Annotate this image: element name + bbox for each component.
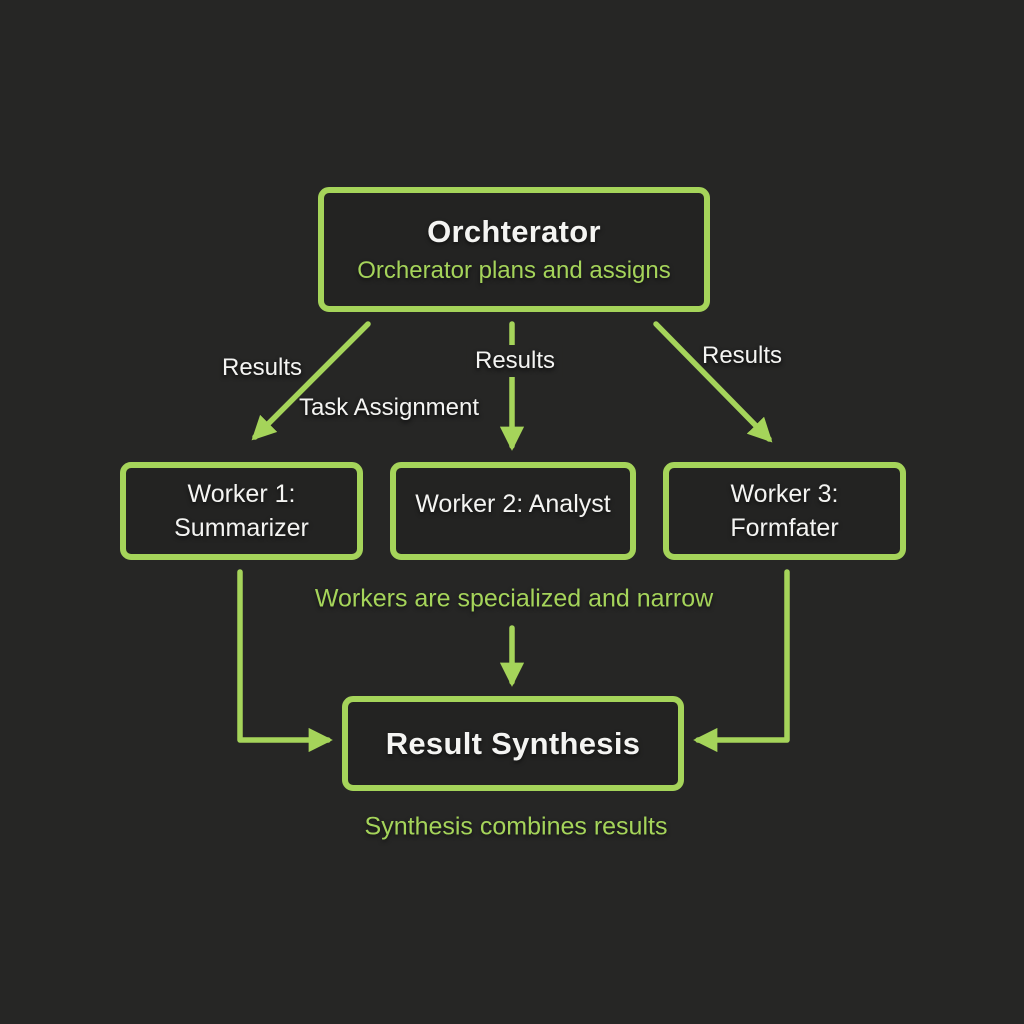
result-synthesis-box: Result Synthesis (342, 696, 684, 791)
orchestrator-subtitle: Orcherator plans and assigns (357, 257, 671, 284)
worker3-label: Worker 3: Formfater (730, 477, 838, 545)
worker3-box: Worker 3: Formfater (663, 462, 906, 560)
edge-label-task-assignment: Task Assignment (298, 394, 480, 421)
worker3-label-line2: Formfater (730, 514, 839, 542)
worker3-label-line1: Worker 3: (730, 480, 839, 508)
worker1-label: Worker 1: Summarizer (174, 477, 309, 545)
arrow-worker1-to-synthesis (237, 569, 333, 753)
arrow-orchestrator-to-worker3 (653, 321, 773, 443)
worker1-label-line2: Summarizer (174, 514, 309, 542)
edge-label-results-right: Results (701, 342, 783, 369)
worker1-label-line1: Worker 1: (187, 480, 296, 508)
result-synthesis-title: Result Synthesis (385, 725, 641, 761)
arrow-orchestrator-to-worker1 (251, 321, 371, 441)
workers-note: Workers are specialized and narrow (314, 584, 714, 613)
worker2-label-line1: Worker 2: Analyst (415, 490, 611, 518)
worker2-box: Worker 2: Analyst (390, 462, 636, 560)
edge-label-results-left: Results (221, 354, 303, 381)
worker1-box: Worker 1: Summarizer (120, 462, 363, 560)
orchestrator-box: Orchterator Orcherator plans and assigns (318, 187, 710, 312)
edge-label-results-center: Results (466, 345, 564, 377)
orchestrator-title: Orchterator (427, 214, 601, 249)
arrow-worker3-to-synthesis (693, 569, 790, 753)
worker2-label: Worker 2: Analyst (415, 487, 610, 521)
synthesis-note: Synthesis combines results (364, 812, 668, 841)
